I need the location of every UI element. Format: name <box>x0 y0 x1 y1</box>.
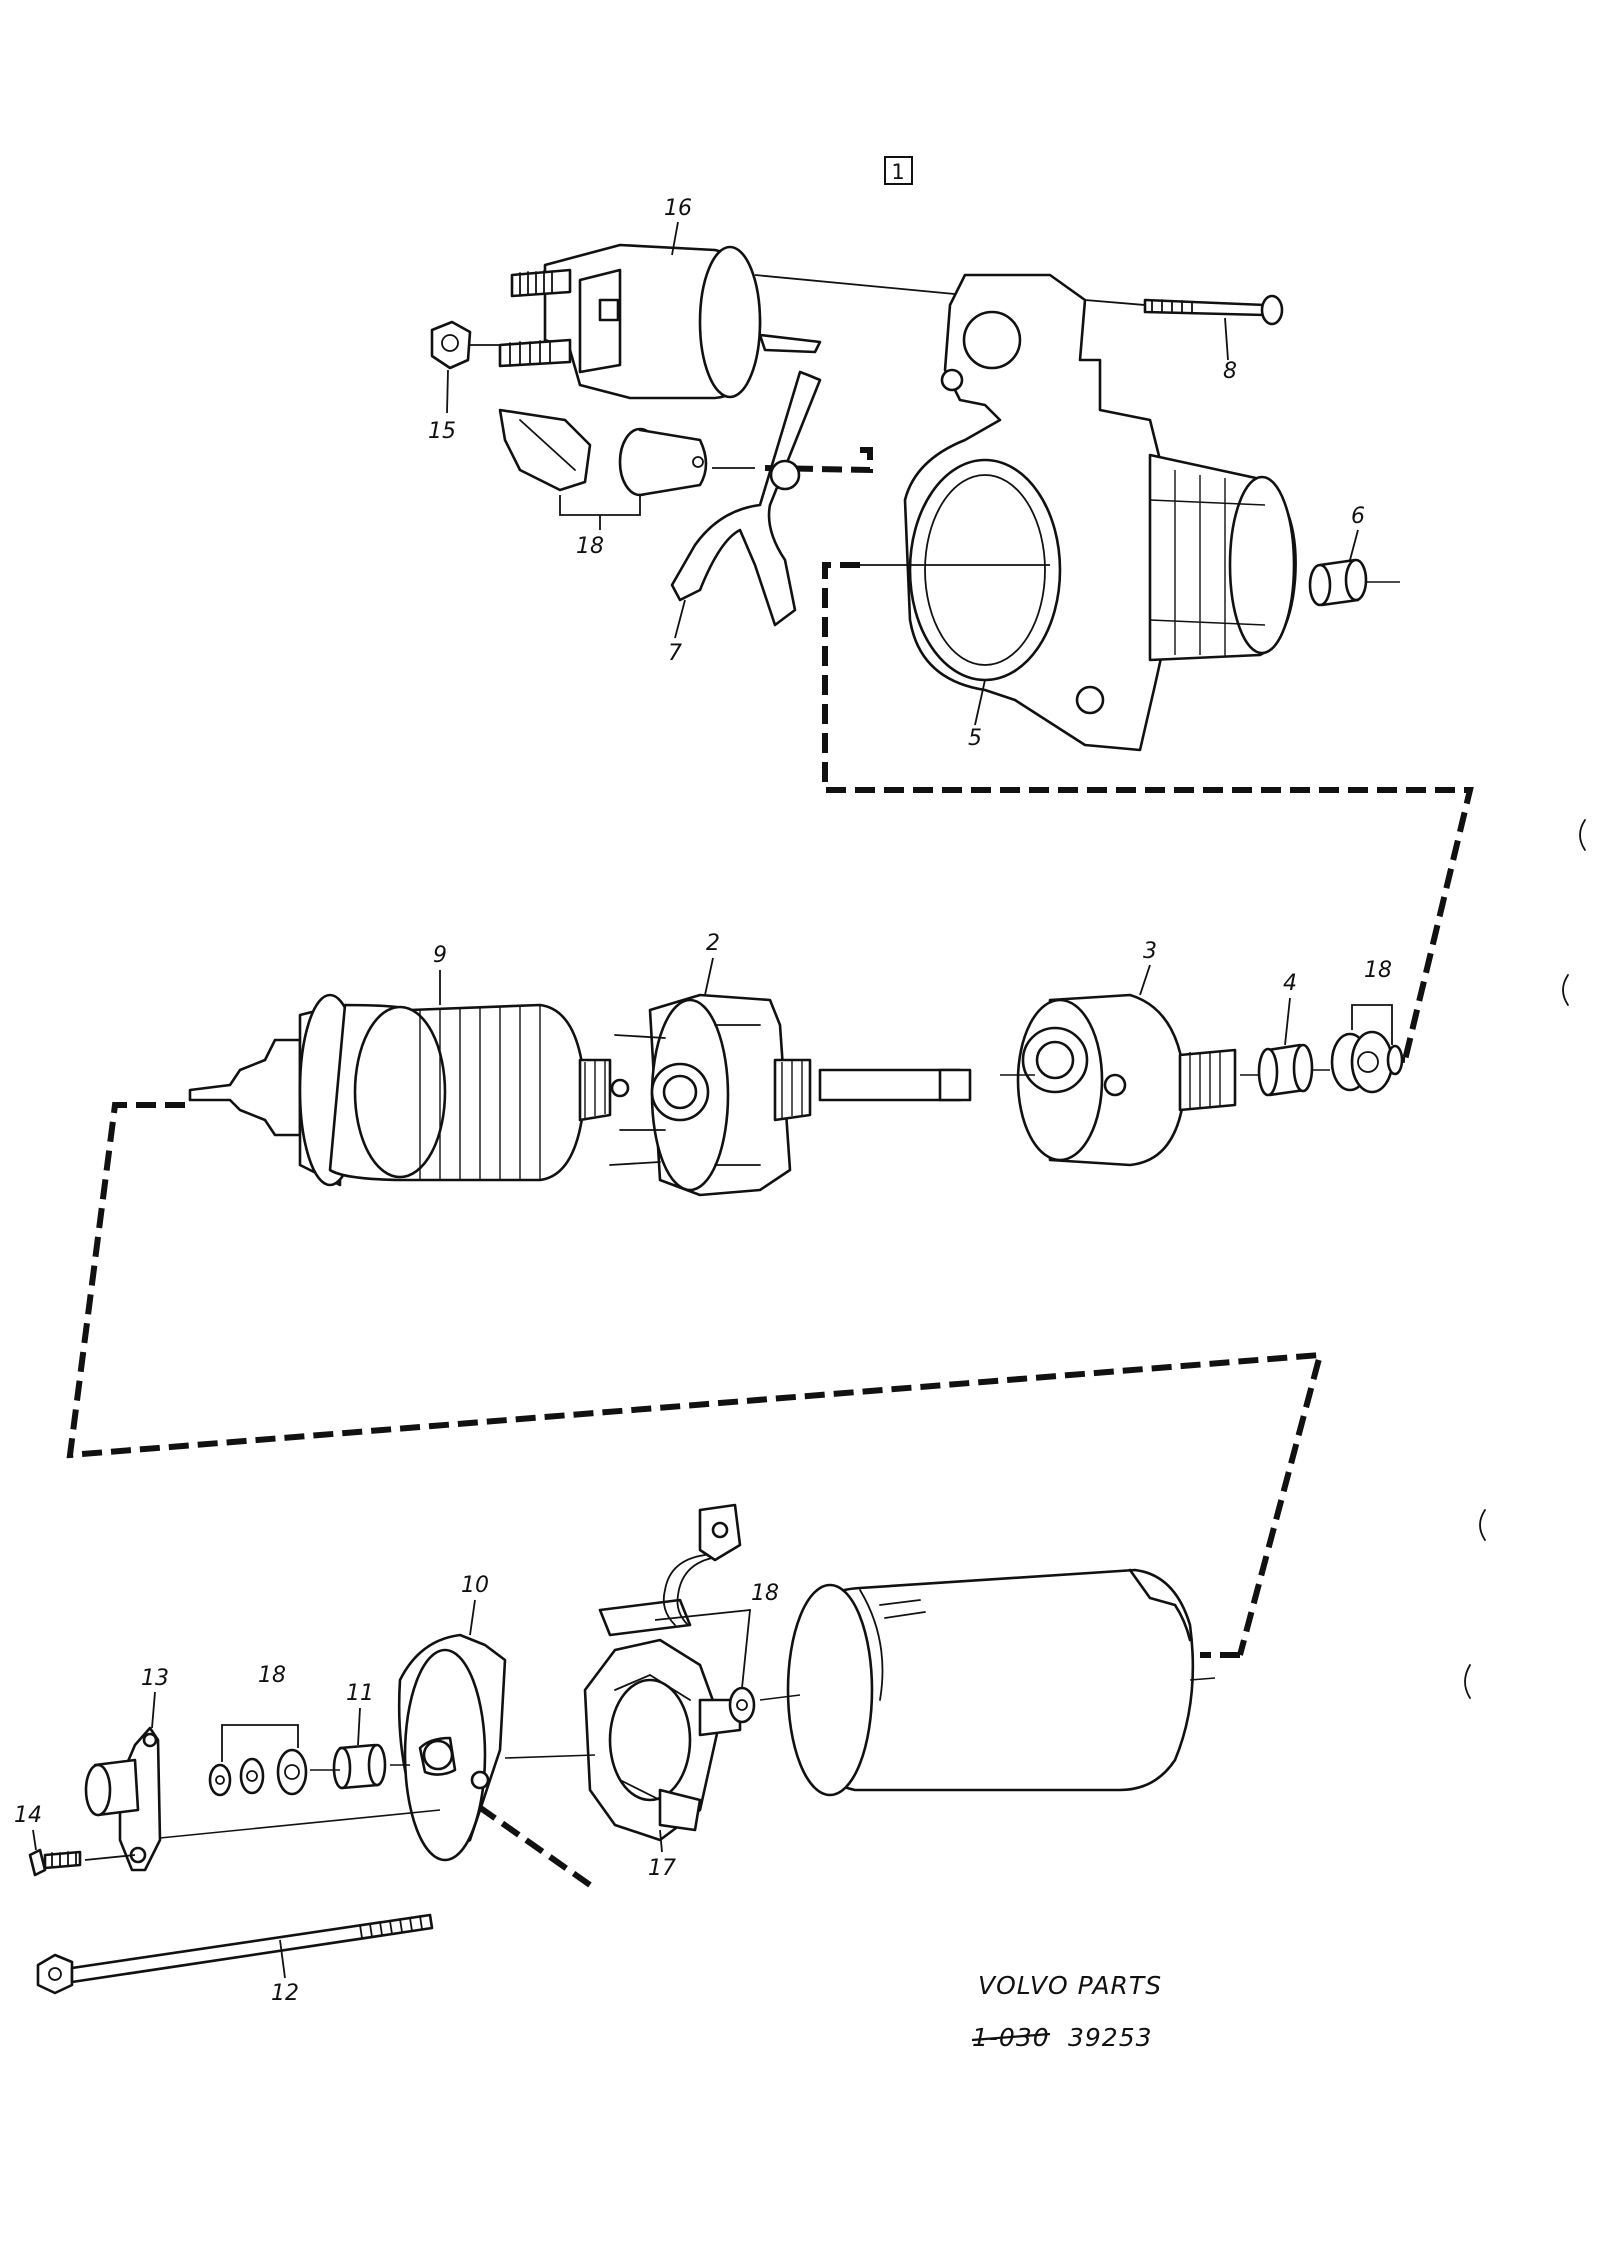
callout-14: 14 <box>14 1803 42 1828</box>
field-yoke-housing <box>786 1568 1195 1797</box>
part-16-solenoid-switch <box>498 243 966 400</box>
strike-line <box>971 2032 1051 2042</box>
part-18-snap-ring-middle <box>1330 1004 1404 1094</box>
figure-number: 1 <box>891 160 904 184</box>
brand-line: VOLVO PARTS <box>978 1971 1162 2000</box>
part-5-drive-end-housing <box>855 273 1297 752</box>
part-12-through-bolt <box>36 1913 434 1995</box>
margin-marks <box>1464 819 1586 1699</box>
callout-10: 10 <box>461 1573 489 1598</box>
callout-8: 8 <box>1223 359 1237 384</box>
figure-number-box: 1 <box>884 156 913 185</box>
callout-11: 11 <box>346 1681 374 1706</box>
part-18-shims-lower <box>208 1724 308 1797</box>
callout-12: 12 <box>271 1981 299 2006</box>
callout-18-lower-right: 18 <box>751 1581 779 1606</box>
part-7-engaging-lever <box>670 370 822 627</box>
callout-5: 5 <box>968 726 982 751</box>
callout-4: 4 <box>1283 971 1297 996</box>
callout-13: 13 <box>141 1666 169 1691</box>
part-3-pinion-drive <box>1000 993 1237 1167</box>
part-9-armature <box>188 993 630 1187</box>
part-18-washer-bottom-right <box>654 1608 756 1724</box>
callout-9: 9 <box>433 943 447 968</box>
callout-labels: 16 15 18 7 5 6 8 9 2 3 4 18 10 13 18 11 … <box>14 196 1392 2006</box>
part-2-intermediate-bearing <box>609 993 972 1197</box>
part-14-screw <box>28 1848 136 1877</box>
part-13-end-cap <box>84 1726 162 1872</box>
callout-16: 16 <box>664 196 692 221</box>
part-18-seal-kit-upper <box>498 408 708 516</box>
part-11-bush <box>332 1743 387 1790</box>
callout-18-upper: 18 <box>576 534 604 559</box>
part-4-sleeve <box>1240 1043 1330 1097</box>
callout-6: 6 <box>1351 504 1365 529</box>
part-17-brush-holder <box>583 1503 742 1842</box>
callout-15: 15 <box>428 419 456 444</box>
callout-18-middle: 18 <box>1364 958 1392 983</box>
parts-footer: VOLVO PARTS 1-030 39253 <box>971 1971 1162 2052</box>
callout-3: 3 <box>1143 939 1157 964</box>
callout-leaders <box>32 221 1359 1979</box>
shaft-axis-lines <box>159 1677 1216 1839</box>
callout-17: 17 <box>648 1856 676 1881</box>
doc-number: 39253 <box>1068 2023 1153 2052</box>
part-10-commutator-end-shield <box>397 1633 507 1862</box>
callout-2: 2 <box>706 931 720 956</box>
part-15-nut <box>430 320 502 370</box>
callout-7: 7 <box>668 641 682 666</box>
part-8-bolt <box>1084 294 1284 326</box>
part-6-bushing <box>1308 558 1400 607</box>
callout-18-lower-left: 18 <box>258 1663 286 1688</box>
